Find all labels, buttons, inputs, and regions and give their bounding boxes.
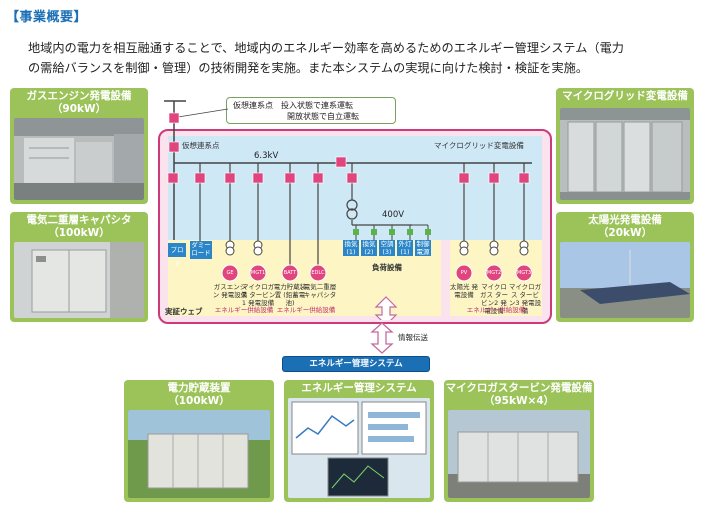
supply-panel-left: [168, 240, 441, 316]
badge-mgt2: MGT2: [486, 270, 502, 276]
transformer-icon: [346, 199, 358, 211]
info-transfer-arrow-shape: [370, 322, 394, 354]
virtual-point-label: 仮想連系点: [182, 141, 220, 150]
info-transfer-arrow: [374, 296, 398, 320]
gen-label-edlc: 電気二重層 キャパシタ: [303, 283, 337, 299]
photo-title: ガスエンジン発電設備 （90kW）: [10, 90, 148, 116]
storage-photo: [128, 410, 270, 498]
supply-label-right: エネルギー供給設備: [466, 306, 526, 314]
photo-card-edlc: 電気二重層キャパシタ （100kW）: [10, 212, 148, 322]
photo-title: マイクログリッド変電設備: [556, 90, 694, 103]
badge-mgt3: MGT3: [516, 270, 532, 276]
photo-title-sub: （100kW）: [48, 227, 110, 239]
gen-label-ge: ガスエンジン 発電設備: [212, 283, 248, 299]
voltage-high-label: 6.3kV: [254, 151, 279, 161]
badge-edlc: EDLC: [311, 270, 325, 276]
photo-card-gas-engine: ガスエンジン発電設備 （90kW）: [10, 88, 148, 204]
photo-title-sub: （90kW）: [51, 103, 107, 115]
microturbine-photo: [448, 410, 590, 498]
photo-card-solar: 太陽光発電設備 （20kW）: [556, 212, 694, 322]
load-box[interactable]: 空調 (3): [379, 240, 395, 256]
feeder-drops: [199, 163, 525, 275]
ems-bar-button[interactable]: エネルギー管理システム: [282, 356, 430, 372]
photo-title-main: 電気二重層キャパシタ: [26, 214, 132, 226]
load-box[interactable]: 外灯 (1): [397, 240, 413, 256]
badge-pv: PV: [460, 270, 468, 276]
callout-leader: [177, 108, 229, 118]
gen-label-pv: 太陽光 発電設備: [449, 283, 479, 299]
transformer-icon: [346, 208, 358, 220]
photo-title-sub: （100kW）: [168, 395, 230, 407]
load-box[interactable]: 制御 電源: [415, 240, 431, 256]
load-box[interactable]: 換気 (1): [343, 240, 359, 256]
intro-line-1: 地域内の電力を相互融通することで、地域内のエネルギー効率を高めるためのエネルギー…: [28, 41, 624, 55]
photo-card-microgrid: マイクログリッド変電設備: [556, 88, 694, 204]
photo-title-sub: （95kW×4）: [483, 395, 555, 407]
gen-transformer-icons: [225, 240, 529, 256]
badge-batt: BATT: [283, 270, 297, 276]
intro-line-2: の需給バランスを制御・管理）の技術開発を実施。また本システムの実現に向けた検討・…: [28, 61, 589, 75]
photo-card-microturbine: マイクロガスタービン発電設備 （95kW×4）: [444, 380, 594, 502]
photo-title-main: マイクログリッド変電設備: [562, 90, 688, 102]
photo-title: 太陽光発電設備 （20kW）: [556, 214, 694, 240]
photo-title-main: ガスエンジン発電設備: [26, 90, 132, 102]
substation-label: マイクログリッド変電設備: [434, 141, 524, 150]
photo-title-main: 電力貯蔵装置: [167, 382, 231, 394]
badge-mgt1: MGT1: [250, 270, 266, 276]
badge-ge: GE: [226, 270, 234, 276]
photo-title-main: エネルギー管理システム: [301, 382, 417, 394]
section-heading: 【事業概要】: [6, 10, 88, 25]
ems-photo: [288, 398, 430, 498]
solar-photo: [560, 242, 690, 318]
intro-text: 地域内の電力を相互融通することで、地域内のエネルギー効率を高めるためのエネルギー…: [28, 38, 698, 78]
callout-line-2: 開放状態で自立運転: [287, 112, 359, 121]
photo-title: 電気二重層キャパシタ （100kW）: [10, 214, 148, 240]
supply-label-mid: エネルギー供給設備: [276, 306, 336, 314]
load-breaker-icons: [353, 229, 431, 235]
photo-title-sub: （20kW）: [597, 227, 653, 239]
site-label: 実証ウェブ: [165, 307, 203, 316]
proa-box[interactable]: プロア: [168, 243, 186, 268]
info-transfer-label: 情報伝送: [398, 333, 428, 342]
breaker-icons: [167, 112, 530, 184]
callout-line-1: 仮想連系点 投入状態で連系運転: [233, 101, 353, 110]
gen-label-mgt2: マイクロガス タービン2 発電設備: [479, 283, 509, 315]
generator-badges: [221, 264, 533, 282]
photo-card-ems: エネルギー管理システム: [284, 380, 434, 502]
edlc-photo: [14, 242, 144, 318]
gen-label-batt: 電力貯蔵装置 (鉛蓄電池): [273, 283, 307, 307]
diagram-wiring: [164, 100, 533, 320]
gen-label-mgt3: マイクロガス タービン3 発電設備: [508, 283, 542, 315]
virtual-point-callout: 仮想連系点 投入状態で連系運転 開放状態で自立運転: [226, 97, 396, 124]
voltage-low-label: 400V: [382, 210, 405, 220]
photo-card-storage: 電力貯蔵装置 （100kW）: [124, 380, 274, 502]
photo-title-main: 太陽光発電設備: [588, 214, 662, 226]
photo-title-main: マイクロガスタービン発電設備: [445, 382, 593, 394]
photo-title: エネルギー管理システム: [284, 382, 434, 395]
microgrid-photo: [560, 108, 690, 200]
gas-engine-photo: [14, 118, 144, 200]
load-box[interactable]: 換気 (2): [361, 240, 377, 256]
gen-label-mgt1: マイクロガス タービン1 発電設備: [240, 283, 276, 307]
photo-title: マイクロガスタービン発電設備 （95kW×4）: [444, 382, 594, 408]
load-equipment-label: 負荷設備: [372, 263, 402, 272]
photo-title: 電力貯蔵装置 （100kW）: [124, 382, 274, 408]
supply-label-left: エネルギー供給設備: [214, 306, 274, 314]
dummy-load-box[interactable]: ダミー ロード: [190, 241, 212, 259]
